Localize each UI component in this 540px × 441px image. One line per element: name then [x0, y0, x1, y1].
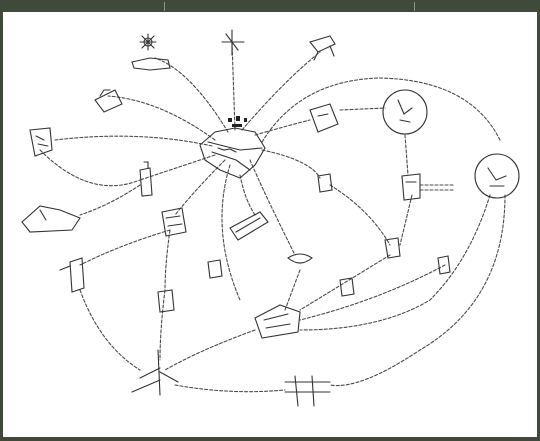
edge: [400, 195, 412, 245]
edge: [262, 150, 320, 178]
tree-icon: [132, 350, 178, 395]
edge: [175, 385, 285, 392]
flower-icon: [132, 34, 170, 70]
edge: [80, 290, 140, 370]
oval-icon: [288, 254, 312, 263]
edge: [140, 155, 215, 180]
hub-figure-icon: [200, 116, 265, 178]
edge: [222, 165, 240, 300]
shape-icon: [230, 212, 268, 240]
edge: [155, 58, 228, 132]
roll-icon: [162, 208, 186, 236]
edge: [300, 265, 445, 320]
circle-group-icon: [383, 90, 427, 134]
kit-icon: [255, 305, 300, 338]
edge: [242, 52, 320, 130]
edge: [80, 230, 170, 265]
edge: [240, 175, 255, 215]
edge: [300, 195, 490, 330]
cart-icon: [310, 36, 335, 60]
shoe-icon: [22, 206, 80, 232]
edge: [165, 330, 255, 370]
people-icon: [30, 128, 52, 156]
edge: [250, 160, 295, 255]
cup-icon: [402, 174, 420, 200]
plane-icon: [222, 30, 244, 55]
edge: [108, 96, 215, 140]
edge: [55, 136, 212, 146]
circle-group-icon: [475, 154, 519, 198]
edge: [405, 135, 408, 175]
edge: [160, 290, 165, 360]
small-figure-icon: [158, 260, 222, 312]
edges: [40, 42, 505, 392]
edge: [165, 230, 170, 290]
edge: [330, 195, 505, 386]
edge: [40, 150, 140, 186]
edge: [80, 185, 140, 215]
standing-person-icon: [60, 258, 84, 292]
edge: [300, 255, 390, 310]
small-figure-icon: [318, 174, 450, 296]
edge: [285, 270, 300, 310]
edge: [262, 78, 500, 142]
edge: [330, 185, 390, 245]
figure-icon: [310, 104, 338, 132]
bag-icon: [95, 90, 122, 112]
edge: [255, 120, 310, 135]
ladder-icon: [285, 376, 330, 406]
edge: [340, 108, 385, 110]
